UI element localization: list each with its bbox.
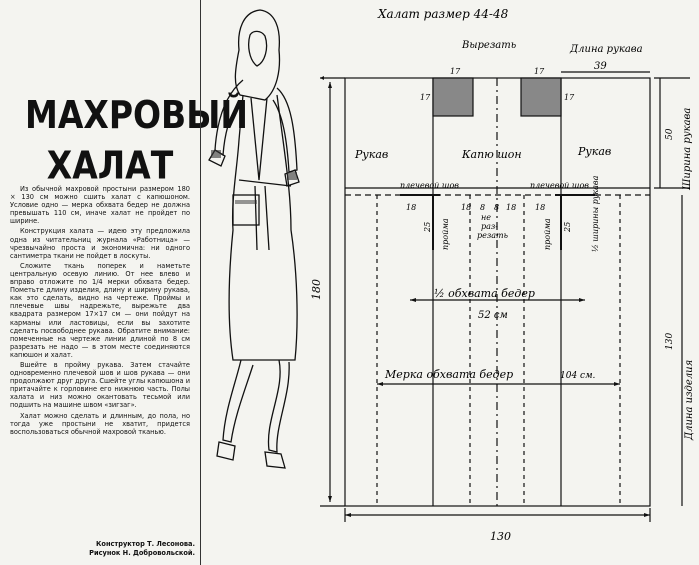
dim-17-d: 17 [564, 93, 575, 102]
sleeve-width-label: Ширина рукава [682, 108, 693, 191]
dim-17-a: 17 [450, 67, 461, 76]
dim-8-a: 8 [480, 203, 485, 212]
article-paragraph: Конструкция халата — идею эту предложила… [10, 227, 190, 260]
article-paragraph: Из обычной махровой простыни размером 18… [10, 185, 190, 226]
dim-130-vertical: 130 [665, 333, 675, 350]
dim-25-b: 25 [563, 222, 572, 233]
woman-in-robe-illustration [208, 9, 300, 469]
article-paragraph: Халат можно сделать и длинным, до пола, … [10, 411, 190, 436]
hip-measure-value: 104 см. [560, 371, 596, 381]
dim-130: 130 [490, 530, 511, 543]
article-column: МАХРОВЫЙ ХАЛАТ Из обычной махровой прост… [0, 0, 249, 565]
dim-50: 50 [665, 128, 675, 140]
article-paragraph: Сложите ткань поперек и наметьте централ… [10, 261, 190, 359]
dim-17-c: 17 [420, 93, 431, 102]
sleeve-length-label: Длина рукава [569, 44, 643, 55]
dim-18-a: 18 [406, 203, 416, 212]
sleeve-left-label: Рукав [354, 148, 388, 161]
no-cut-2: раз- [481, 222, 498, 231]
shoulder-seam-left: плечевой шов [400, 181, 459, 190]
shoulder-seam-right: плечевой шов [530, 181, 589, 190]
article-paragraph: Вшейте в пройму рукава. Затем стачайте о… [10, 360, 190, 410]
title-line-2: ХАЛАТ [46, 142, 174, 188]
pattern-diagram: Халат размер 44-48 Вырезать Длина рукава… [310, 7, 695, 543]
credits: Конструктор Т. Лесонова. Рисунок Н. Добр… [60, 540, 195, 558]
article-title: МАХРОВЫЙ ХАЛАТ [25, 90, 249, 191]
dim-39: 39 [594, 61, 607, 72]
half-sleeve-width: ½ ширины рукава [591, 175, 600, 252]
credit-designer: Конструктор Т. Лесонова. [96, 540, 195, 548]
hip-measure-label: Мерка обхвата бедер [384, 368, 513, 381]
armhole-left: пройма [441, 218, 450, 250]
armhole-right: пройма [543, 218, 552, 250]
dim-18-b: 18 [461, 203, 471, 212]
product-length-label: Длина изделия [684, 360, 695, 441]
sleeve-right-label: Рукав [577, 145, 611, 158]
cut-square-left [432, 77, 474, 117]
dim-8-b: 8 [494, 203, 499, 212]
title-line-1: МАХРОВЫЙ [25, 92, 249, 138]
half-hip-label: ½ обхвата бедер [434, 287, 535, 300]
cut-square-right [520, 77, 562, 117]
dim-25-a: 25 [423, 222, 432, 233]
dim-18-c: 18 [506, 203, 516, 212]
no-cut-3: резать [477, 231, 508, 240]
hood-label: Капю шон [461, 148, 522, 161]
article-body: Из обычной махровой простыни размером 18… [10, 185, 190, 438]
cut-label: Вырезать [461, 40, 516, 51]
credit-illustrator: Рисунок Н. Добровольской. [89, 549, 195, 557]
pattern-title: Халат размер 44-48 [377, 7, 509, 21]
no-cut-1: не [481, 213, 491, 222]
dim-180: 180 [310, 279, 323, 300]
column-divider [200, 0, 201, 565]
half-hip-value: 52 см [478, 310, 508, 321]
dim-17-b: 17 [534, 67, 545, 76]
dim-18-d: 18 [535, 203, 545, 212]
